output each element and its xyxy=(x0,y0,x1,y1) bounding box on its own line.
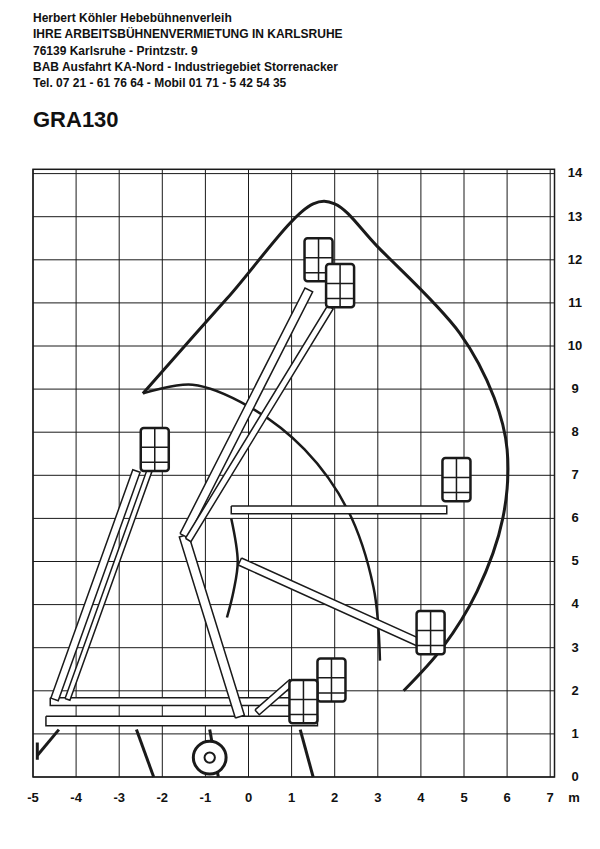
boom-arm xyxy=(238,558,422,647)
working-envelope xyxy=(143,201,508,691)
chart-title: GRA130 xyxy=(33,108,119,132)
basket-rail xyxy=(442,458,470,501)
basket-frame xyxy=(417,611,445,654)
x-axis-number: 0 xyxy=(245,791,252,805)
x-axis-number: 6 xyxy=(503,791,510,805)
x-axis-number: 4 xyxy=(417,791,424,805)
grid-line xyxy=(33,432,555,433)
platform-machine xyxy=(37,238,470,777)
y-axis-number: 3 xyxy=(571,641,578,655)
boom-arm xyxy=(180,288,313,538)
basket-frame xyxy=(442,458,470,501)
outrigger xyxy=(300,730,313,777)
grid-line xyxy=(377,169,378,777)
grid-line xyxy=(33,346,555,347)
boom-arm xyxy=(231,506,447,514)
grid-frame xyxy=(33,169,555,777)
wheel xyxy=(193,741,226,774)
company-header: 76139 Karlsruhe - Printzstr. 9 xyxy=(33,45,198,58)
wheel-hub xyxy=(205,752,215,762)
y-axis-number: 10 xyxy=(568,339,582,353)
basket-rail xyxy=(317,658,345,701)
envelope-curve xyxy=(227,518,238,617)
x-axis-number: 3 xyxy=(374,791,381,805)
basket-frame xyxy=(317,658,345,701)
boom-arm xyxy=(46,716,318,725)
company-header: Herbert Köhler Hebebühnenverleih xyxy=(33,12,232,25)
grid-line xyxy=(33,475,555,476)
work-basket xyxy=(326,264,354,307)
y-axis-number: 1 xyxy=(571,727,578,741)
basket-frame xyxy=(289,680,317,723)
x-axis-number: -2 xyxy=(157,791,169,805)
x-axis-number: 5 xyxy=(460,791,467,805)
company-header: BAB Ausfahrt KA-Nord - Industriegebiet S… xyxy=(33,61,338,74)
grid-line xyxy=(420,169,421,777)
grid-line xyxy=(33,389,555,390)
grid-line xyxy=(119,169,120,777)
x-axis-number: -1 xyxy=(200,791,212,805)
boom-arm xyxy=(65,470,152,700)
grid-line xyxy=(33,604,555,605)
grid-line xyxy=(33,733,555,734)
y-axis-number: 0 xyxy=(571,770,578,784)
y-axis-number: 14 xyxy=(568,166,582,180)
grid-line xyxy=(33,647,555,648)
outrigger xyxy=(136,730,153,777)
boom-arm xyxy=(255,680,294,715)
boom-arm xyxy=(179,534,244,718)
y-axis-number: 9 xyxy=(571,382,578,396)
grid xyxy=(33,169,555,777)
x-axis-number: -5 xyxy=(27,791,39,805)
outrigger xyxy=(37,730,59,756)
y-axis-number: 8 xyxy=(571,425,578,439)
y-axis-number: 13 xyxy=(568,210,582,224)
boom-arm xyxy=(51,470,140,701)
work-basket xyxy=(417,611,445,654)
x-axis-number: -4 xyxy=(70,791,82,805)
axis-unit: m xyxy=(568,791,580,805)
grid-line xyxy=(33,518,555,519)
x-axis-number: -3 xyxy=(113,791,125,805)
basket-frame xyxy=(326,264,354,307)
x-axis-number: 1 xyxy=(288,791,295,805)
basket-rail xyxy=(289,680,317,723)
work-basket xyxy=(317,658,345,701)
basket-rail xyxy=(326,264,354,307)
x-axis-number: 2 xyxy=(331,791,338,805)
grid-line xyxy=(205,169,206,777)
y-axis-number: 7 xyxy=(571,468,578,482)
basket-rail xyxy=(141,428,169,471)
grid-line xyxy=(550,169,551,777)
grid-line xyxy=(248,169,249,777)
envelope-curve xyxy=(143,201,508,691)
work-basket xyxy=(289,680,317,723)
basket-frame xyxy=(141,428,169,471)
grid-line xyxy=(33,259,555,260)
grid-line xyxy=(33,561,555,562)
work-basket xyxy=(442,458,470,501)
y-axis-number: 2 xyxy=(571,684,578,698)
boom-arm xyxy=(50,698,291,706)
y-axis-number: 4 xyxy=(571,597,578,611)
y-axis-number: 11 xyxy=(568,296,582,310)
y-axis-number: 5 xyxy=(571,554,578,568)
grid-line xyxy=(33,216,555,217)
company-header: Tel. 07 21 - 61 76 64 - Mobil 01 71 - 5 … xyxy=(33,77,286,90)
grid-line xyxy=(33,302,555,303)
work-basket xyxy=(141,428,169,471)
y-axis-number: 6 xyxy=(571,511,578,525)
grid-line xyxy=(33,173,555,174)
grid-line xyxy=(162,169,163,777)
company-header: IHRE ARBEITSBÜHNENVERMIETUNG IN KARLSRUH… xyxy=(33,28,343,41)
outrigger xyxy=(36,743,39,760)
x-axis-number: 7 xyxy=(547,791,554,805)
basket-rail xyxy=(417,611,445,654)
y-axis-number: 12 xyxy=(568,253,582,267)
